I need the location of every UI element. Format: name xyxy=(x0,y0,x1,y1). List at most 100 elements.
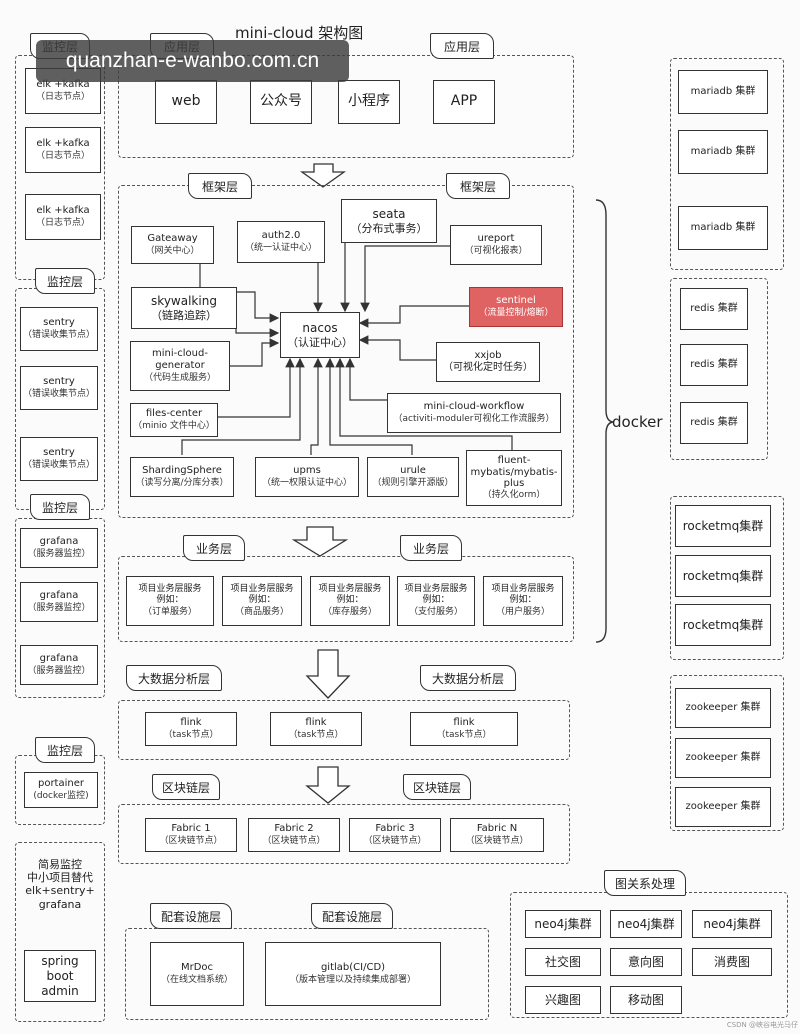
upms-node: upms （统一权限认证中心） xyxy=(255,457,359,497)
grafana-node-sub: （服务器监控） xyxy=(27,602,91,613)
gitlab-node: gitlab(CI/CD) （版本管理以及持续集成部署） xyxy=(265,942,441,1006)
zookeeper-cluster-3: zookeeper 集群 xyxy=(675,787,771,827)
layer-arrow-3 xyxy=(305,649,351,699)
business-service-name: 项目业务层服务 例如： xyxy=(230,584,294,606)
elk-node-sub: （日志节点） xyxy=(35,150,90,161)
gateway-sub: （网关中心） xyxy=(145,245,200,256)
grafana-node-name: grafana xyxy=(39,536,79,548)
redis-cluster-1: redis 集群 xyxy=(680,288,748,330)
app-web: web xyxy=(155,80,217,124)
seata-node: seata （分布式事务） xyxy=(341,199,437,243)
workflow-name: mini-cloud-workflow xyxy=(423,401,525,413)
elk-node-sub: （日志节点） xyxy=(35,91,90,102)
zookeeper-group xyxy=(670,675,784,831)
app-layer-label-right: 应用层 xyxy=(430,33,494,59)
arrow-sharding-nacos xyxy=(181,357,305,455)
layer-arrow-2 xyxy=(291,526,349,557)
monitor-layer-label-4: 监控层 xyxy=(35,737,95,763)
files-center-name: files-center xyxy=(145,408,203,420)
neo4j-cluster-1: neo4j集群 xyxy=(525,910,601,938)
blockchain-layer-label-left: 区块链层 xyxy=(152,774,220,800)
generator-name: mini-cloud- generator xyxy=(152,347,208,372)
support-layer-label-right: 配套设施层 xyxy=(311,903,393,929)
flink-sub: （task节点） xyxy=(288,729,344,740)
mariadb-cluster-2: mariadb 集群 xyxy=(678,130,768,174)
business-service-name: 项目业务层服务 例如： xyxy=(491,584,555,606)
generator-node: mini-cloud- generator （代码生成服务） xyxy=(130,341,230,391)
rocketmq-cluster-3: rocketmq集群 xyxy=(675,604,771,646)
arrow-files-nacos xyxy=(218,357,295,418)
sentry-node-name: sentry xyxy=(43,317,75,329)
arrow-ureport-nacos xyxy=(360,245,450,313)
mrdoc-node: MrDoc （在线文档系统） xyxy=(150,942,244,1006)
elk-node-3: elk +kafka （日志节点） xyxy=(25,194,101,240)
sentry-node-1: sentry （错误收集节点） xyxy=(20,307,98,351)
redis-cluster-3: redis 集群 xyxy=(680,402,748,444)
framework-layer-label-left: 框架层 xyxy=(188,173,252,199)
auth-node: auth2.0 （统一认证中心） xyxy=(237,221,325,263)
urule-node: urule （规则引擎开源版） xyxy=(367,457,459,497)
sentry-node-3: sentry （错误收集节点） xyxy=(20,437,98,481)
nacos-node: nacos （认证中心） xyxy=(280,312,360,358)
elk-node-name: elk +kafka xyxy=(36,79,90,91)
mobile-graph: 移动图 xyxy=(610,986,682,1014)
monitor-layer-label-2: 监控层 xyxy=(35,268,95,294)
layer-arrow-4 xyxy=(305,766,351,804)
interest-graph: 兴趣图 xyxy=(525,986,601,1014)
support-layer-group xyxy=(125,928,489,1020)
xxjob-name: xxjob xyxy=(474,349,502,361)
rocketmq-group xyxy=(670,496,784,660)
urule-sub: （规则引擎开源版） xyxy=(372,477,454,488)
elk-node-name: elk +kafka xyxy=(36,138,90,150)
blockchain-layer-label-right: 区块链层 xyxy=(403,774,471,800)
flink-node-1: flink （task节点） xyxy=(145,712,237,746)
framework-layer-group xyxy=(118,185,574,518)
business-service-name: 项目业务层服务 例如： xyxy=(404,584,468,606)
skywalking-node: skywalking （链路追踪） xyxy=(131,287,237,329)
gateway-name: Gateaway xyxy=(147,233,198,245)
business-service-4: 项目业务层服务 例如： （支付服务） xyxy=(397,576,475,626)
arrow-workflow-nacos xyxy=(345,357,387,401)
portainer-name: portainer xyxy=(37,778,84,790)
ureport-name: ureport xyxy=(477,233,515,245)
fabric-sub: （区块链节点） xyxy=(363,835,427,846)
auth-sub: （统一认证中心） xyxy=(244,242,317,253)
xxjob-sub: （可视化定时任务） xyxy=(443,362,533,373)
portainer-node: portainer (docker监控) xyxy=(24,772,98,808)
simple-monitor-group xyxy=(15,842,105,1022)
business-layer-group xyxy=(118,556,574,642)
flink-name: flink xyxy=(305,717,327,729)
gitlab-sub: （版本管理以及持续集成部署） xyxy=(289,974,416,985)
ureport-node: ureport （可视化报表） xyxy=(450,225,542,265)
shardingsphere-sub: （读写分离/分库分表） xyxy=(135,477,229,488)
files-center-sub: （minio 文件中心） xyxy=(133,420,215,431)
sentry-node-name: sentry xyxy=(43,376,75,388)
bigdata-layer-label-right: 大数据分析层 xyxy=(420,665,516,691)
ureport-sub: （可视化报表） xyxy=(464,245,528,256)
files-center-node: files-center （minio 文件中心） xyxy=(130,403,218,437)
social-graph: 社交图 xyxy=(525,948,601,976)
business-layer-label-right: 业务层 xyxy=(400,535,462,561)
mybatis-name: fluent- mybatis/mybatis- plus xyxy=(470,455,558,490)
zookeeper-cluster-2: zookeeper 集群 xyxy=(675,738,771,778)
fabric-sub: （区块链节点） xyxy=(262,835,326,846)
mybatis-node: fluent- mybatis/mybatis- plus （持久化orm） xyxy=(466,450,562,506)
upms-sub: （统一权限认证中心） xyxy=(261,477,352,488)
grafana-node-1: grafana （服务器监控） xyxy=(20,528,98,568)
arrow-xxjob-nacos xyxy=(358,335,436,361)
flink-name: flink xyxy=(180,717,202,729)
diagram-title: mini-cloud 架构图 xyxy=(235,24,364,42)
flink-name: flink xyxy=(453,717,475,729)
rocketmq-cluster-2: rocketmq集群 xyxy=(675,555,771,597)
simple-monitor-title: 简易监控 中小项目替代 elk+sentry+ grafana xyxy=(25,858,95,911)
gateway-node: Gateaway （网关中心） xyxy=(131,226,214,264)
gitlab-name: gitlab(CI/CD) xyxy=(320,962,386,974)
consumption-graph: 消费图 xyxy=(692,948,772,976)
flink-sub: （task节点） xyxy=(436,729,492,740)
business-service-3: 项目业务层服务 例如： （库存服务） xyxy=(310,576,390,626)
mariadb-group xyxy=(670,58,784,270)
intent-graph: 意向图 xyxy=(610,948,682,976)
business-service-name: 项目业务层服务 例如： xyxy=(318,584,382,606)
sentry-node-sub: （错误收集节点） xyxy=(22,329,95,340)
